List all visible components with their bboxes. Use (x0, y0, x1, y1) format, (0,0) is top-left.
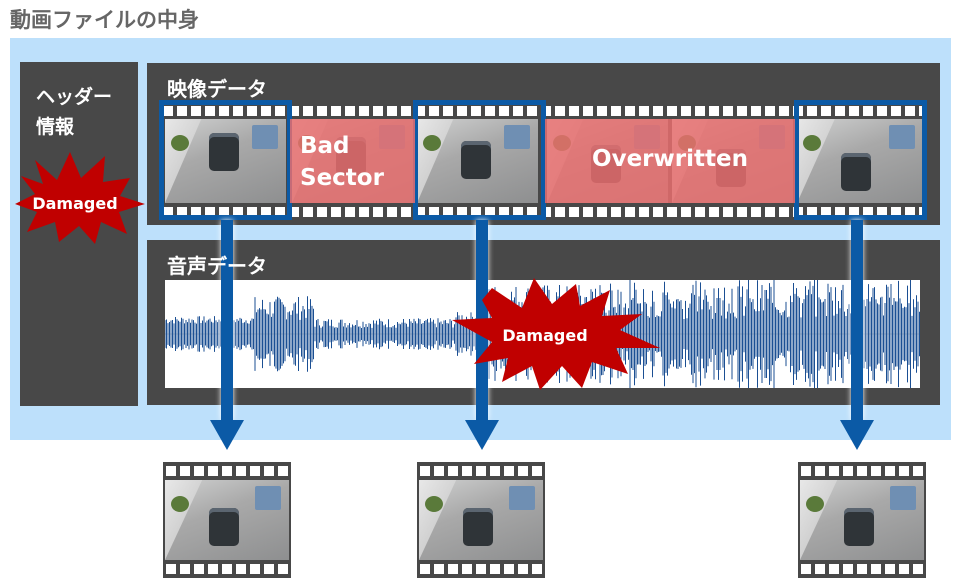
car (844, 508, 874, 546)
car (463, 508, 493, 546)
video-frame-thumbnail (797, 119, 923, 203)
audio-damaged-label: Damaged (502, 326, 588, 345)
sidewalk (800, 480, 838, 560)
tree (423, 135, 441, 151)
film-perforations-bottom (801, 564, 923, 574)
truck (889, 125, 915, 149)
header-damaged-label: Damaged (32, 194, 118, 213)
car (841, 153, 871, 191)
down-arrow-icon (465, 420, 499, 450)
overwritten-region (545, 119, 795, 203)
film-perforations-bottom (420, 564, 542, 574)
tree (171, 135, 189, 151)
truck (255, 486, 281, 510)
truck (509, 486, 535, 510)
audio-data-label: 音声データ (167, 254, 267, 278)
car (209, 508, 239, 546)
car (461, 141, 491, 179)
video-data-label: 映像データ (167, 77, 267, 101)
extract-arrow-shaft (851, 220, 863, 420)
extracted-frame-highlight (794, 100, 927, 220)
extract-arrow-shaft (221, 220, 233, 420)
sidewalk (419, 480, 457, 560)
tree (171, 496, 189, 512)
truck (890, 486, 916, 510)
page-title: 動画ファイルの中身 (10, 8, 199, 32)
film-perforations-top (420, 466, 542, 476)
film-perforations-top (166, 466, 288, 476)
tree (803, 135, 821, 151)
truck (504, 125, 530, 149)
video-frame-thumbnail (417, 119, 538, 203)
bad-sector-region (290, 119, 415, 203)
header-label-line1: ヘッダー (36, 86, 113, 108)
recovered-frame (417, 462, 545, 578)
tree (425, 496, 443, 512)
sidewalk (165, 480, 203, 560)
overwritten-label: Overwritten (592, 146, 748, 172)
video-frame-thumbnail (800, 480, 924, 560)
film-perforations-top (801, 466, 923, 476)
header-info-block (20, 62, 138, 406)
recovered-frame (798, 462, 926, 578)
video-frame-thumbnail (419, 480, 543, 560)
car (209, 133, 239, 171)
extracted-frame-highlight (159, 100, 292, 220)
tree (806, 496, 824, 512)
sector-label: Sector (300, 165, 384, 191)
down-arrow-icon (210, 420, 244, 450)
video-frame-thumbnail (165, 480, 289, 560)
header-info-label: ヘッダー情報 (36, 82, 136, 142)
video-frame-thumbnail (165, 119, 286, 203)
header-damaged-burst-icon (15, 152, 145, 244)
truck (252, 125, 278, 149)
film-perforations-bottom (166, 564, 288, 574)
down-arrow-icon (840, 420, 874, 450)
bad-label: Bad (300, 133, 350, 159)
audio-damaged-burst-icon (452, 278, 660, 390)
extracted-frame-highlight (413, 100, 546, 220)
recovered-frame (163, 462, 291, 578)
header-label-line2: 情報 (36, 116, 75, 138)
